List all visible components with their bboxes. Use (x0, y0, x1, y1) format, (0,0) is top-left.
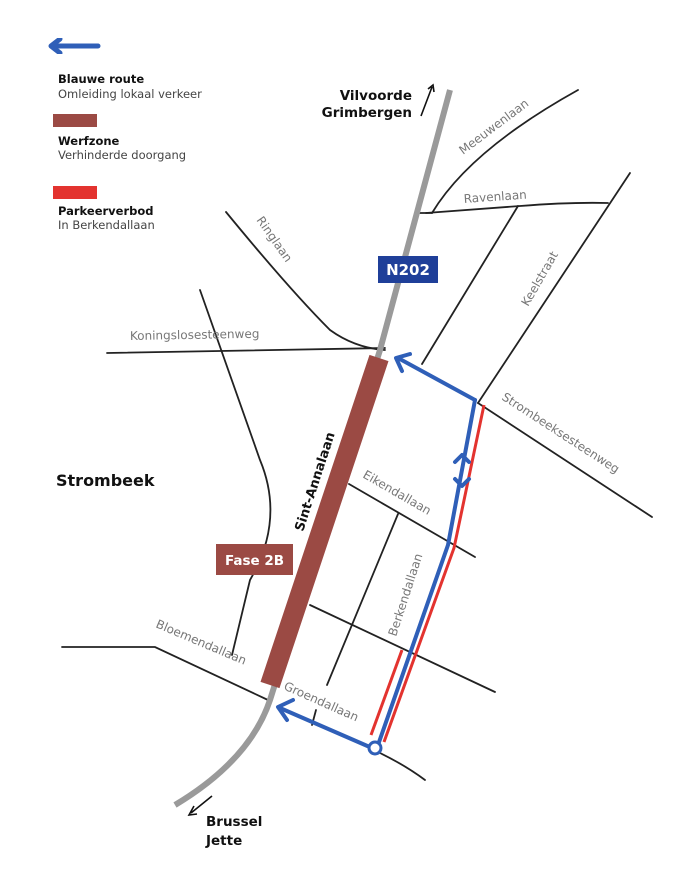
blue-route (276, 352, 477, 750)
parkeerverbod-lines (369, 404, 486, 743)
blue-route-north-segment (396, 356, 477, 402)
street-ravenlaan-branch (421, 205, 519, 365)
phase-badge-text: Fase 2B (225, 553, 284, 569)
werfzone-swatch (53, 114, 97, 127)
blue-route-ns-segment (376, 398, 477, 747)
label-strombeeksesteenweg: Strombeeksesteenweg (499, 390, 622, 476)
street-west-ns (199, 289, 272, 656)
street-bloemendallaan (61, 646, 269, 701)
street-middle-ns (326, 513, 399, 686)
legend-subtitle-parkeerverbod: In Berkendallaan (58, 218, 155, 232)
street-lower-cross (309, 604, 496, 693)
north-destination-line2: Grimbergen (322, 105, 412, 121)
main-road-n202 (173, 89, 453, 808)
street-strombeeksesteenweg (477, 402, 653, 518)
north-destination-line1: Vilvoorde (340, 88, 412, 104)
legend-subtitle-blue-route: Omleiding lokaal verkeer (58, 87, 202, 101)
label-ravenlaan: Ravenlaan (463, 188, 527, 206)
route-start-marker (367, 740, 383, 756)
label-keelstraat: Keelstraat (518, 249, 561, 309)
label-eikendallaan: Eikendallaan (361, 467, 434, 517)
street-keelstraat (477, 172, 631, 404)
street-ringlaan (225, 211, 386, 351)
district-label: Strombeek (56, 471, 155, 490)
two-way-arrow-icon (453, 453, 471, 488)
label-koningslosesteenweg: Koningslosesteenweg (130, 327, 260, 343)
south-destination-line1: Brussel (206, 814, 262, 830)
phase-badge (216, 544, 293, 575)
blue-arrow-icon (48, 38, 101, 54)
street-koningslosesteenweg (106, 347, 386, 354)
direction-arrows (187, 83, 435, 816)
street-south-east (377, 751, 426, 781)
north-arrow-icon (420, 83, 435, 117)
werfzone-bar (260, 354, 389, 689)
legend-title-parkeerverbod: Parkeerverbod (58, 204, 154, 218)
road-number-badge-text: N202 (386, 261, 430, 279)
legend-subtitle-werfzone: Verhinderde doorgang (58, 148, 187, 162)
arrow-head-south (276, 698, 295, 722)
label-ringlaan: Ringlaan (254, 214, 296, 265)
arrow-head-north (394, 352, 412, 373)
south-arrow-icon (187, 795, 213, 816)
street-ravenlaan (425, 201, 609, 214)
road-number-badge (378, 256, 438, 283)
street-meeuwenlaan (431, 89, 579, 214)
blue-route-south-segment (278, 706, 374, 750)
south-destination-line2: Jette (205, 833, 242, 849)
parkeerverbod-swatch (53, 186, 97, 199)
legend-title-werfzone: Werfzone (58, 134, 120, 148)
legend-title-blue-route: Blauwe route (58, 72, 145, 86)
